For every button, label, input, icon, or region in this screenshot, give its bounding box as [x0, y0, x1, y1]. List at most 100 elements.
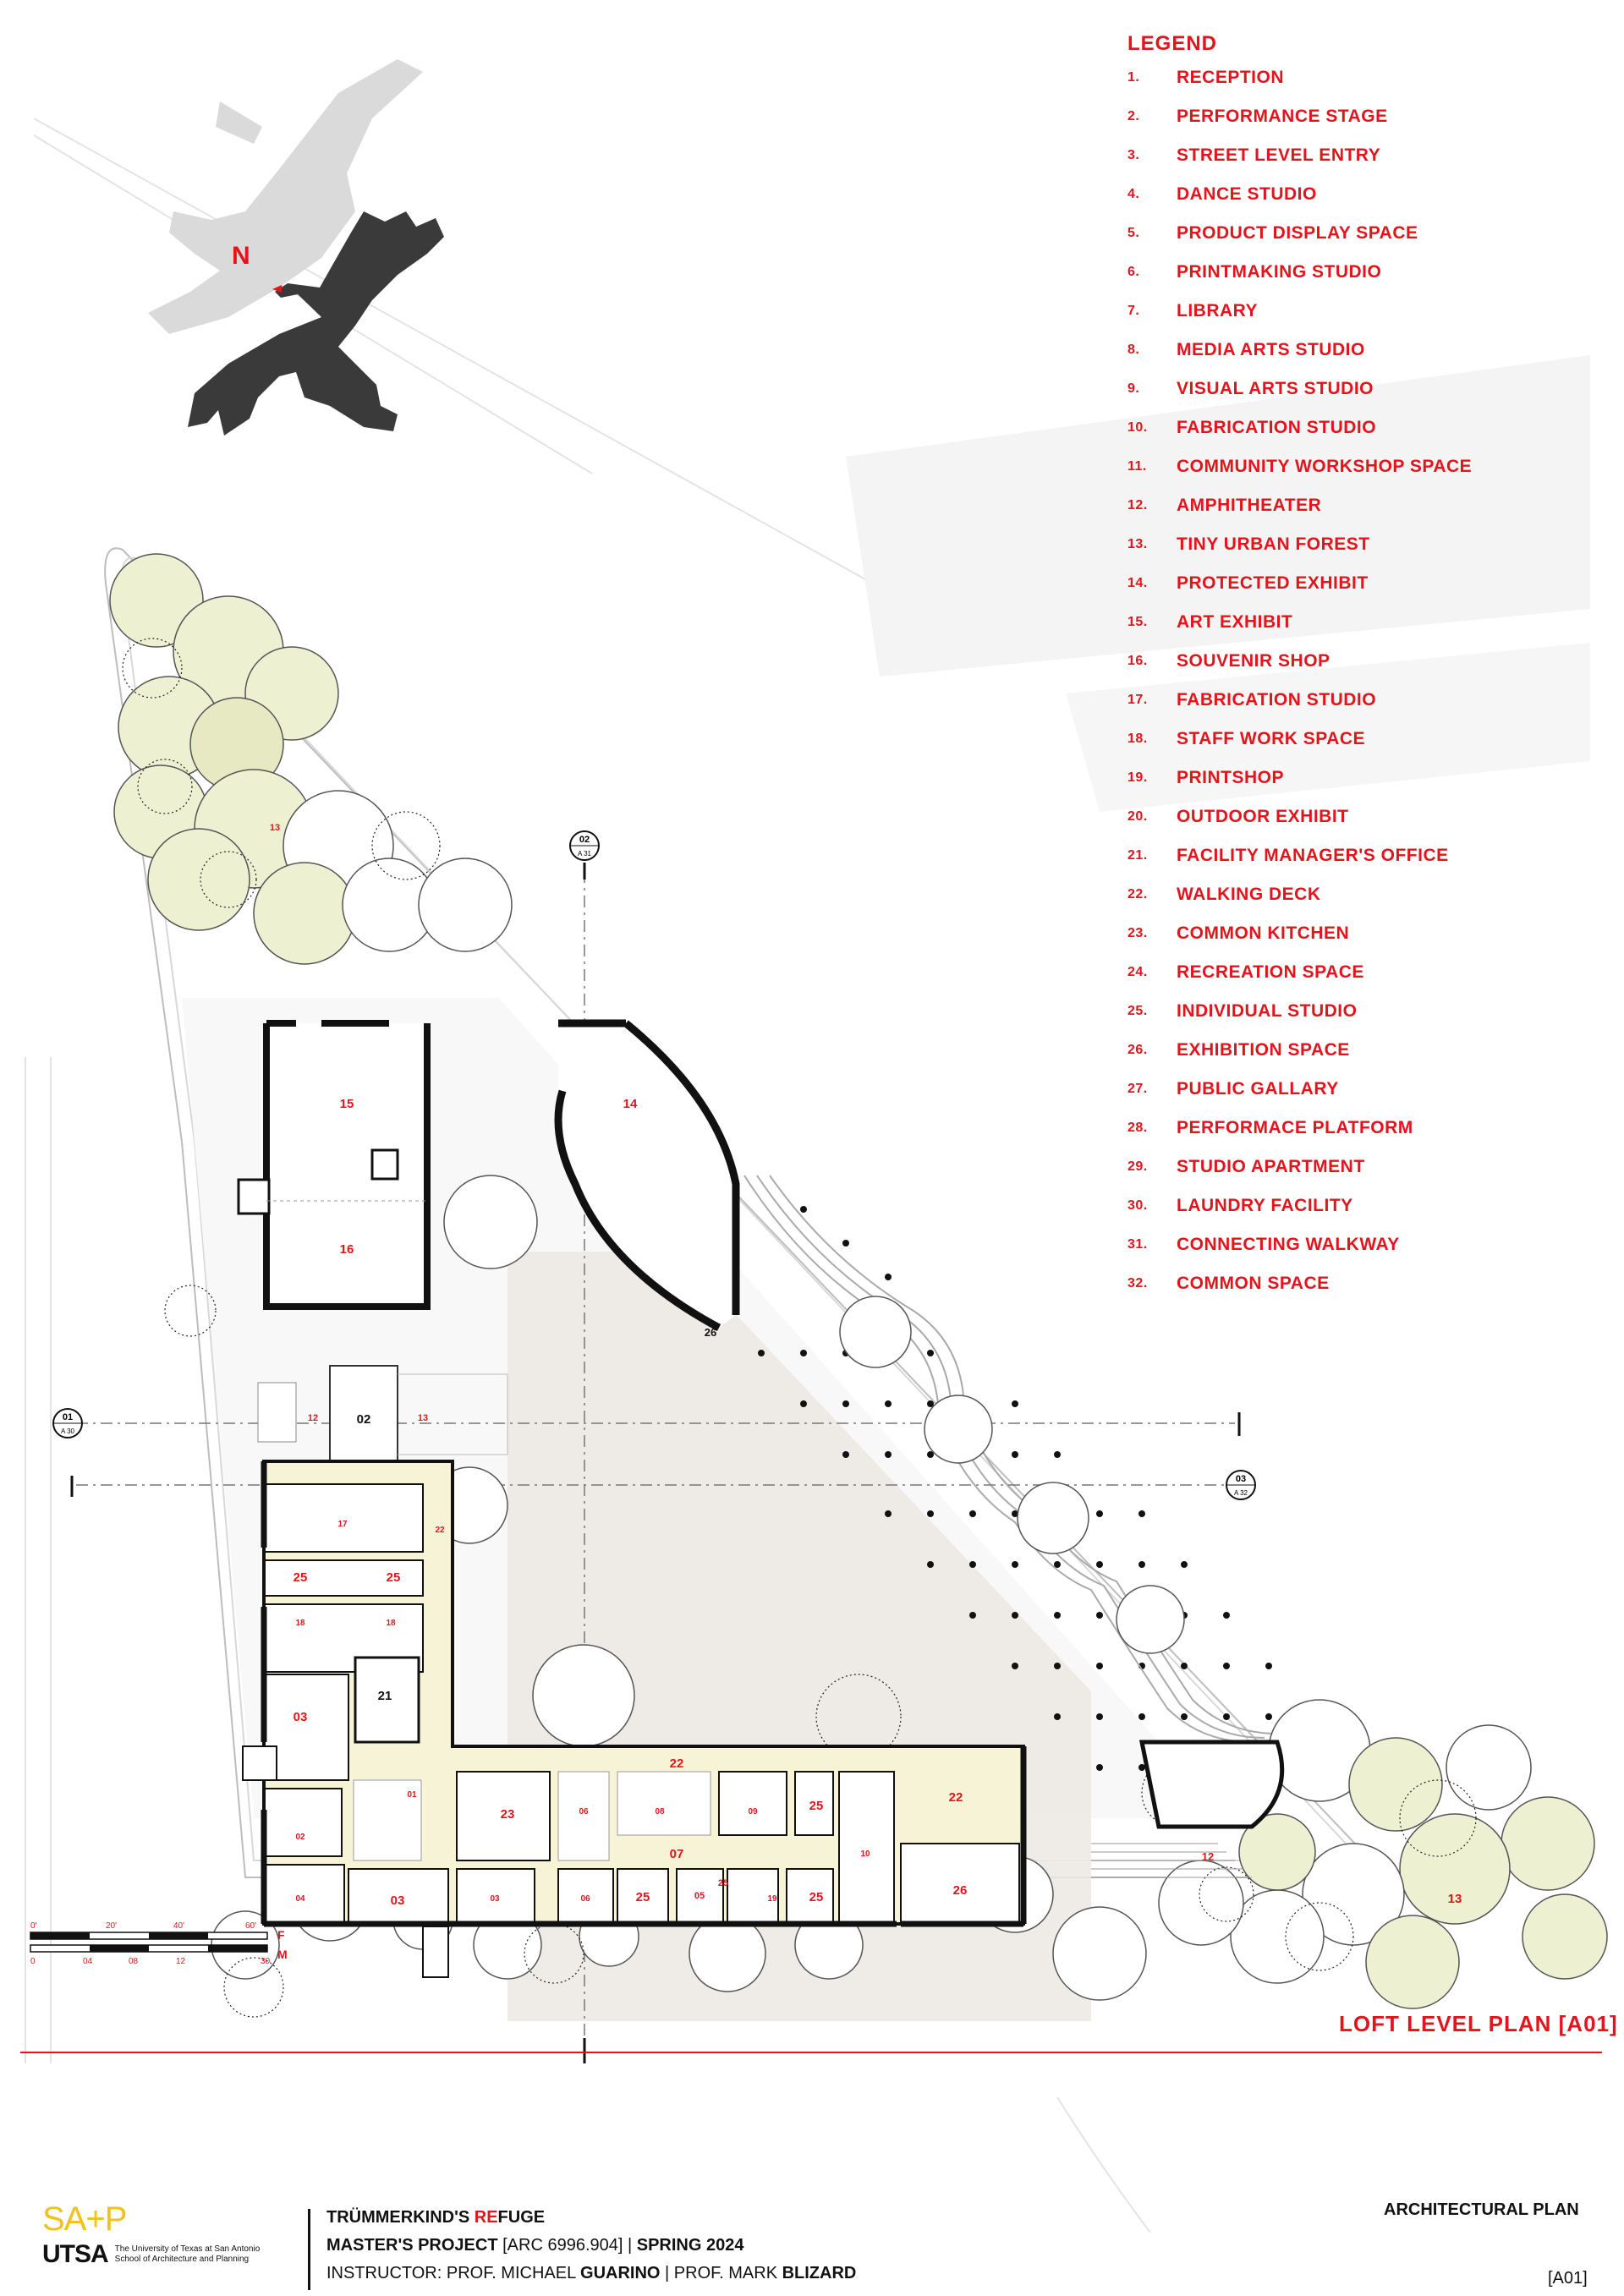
legend-item-label: FABRICATION STUDIO: [1177, 690, 1377, 710]
legend-item: 20. OUTDOOR EXHIBIT: [1127, 807, 1601, 846]
room-tag-18b: 18: [386, 1619, 396, 1628]
scale-unit-feet: F: [277, 1928, 285, 1942]
course-code: [ARC 6996.904] |: [497, 2236, 637, 2255]
legend-item: 1. RECEPTION: [1127, 68, 1601, 107]
legend-item-number: 15.: [1127, 615, 1148, 629]
legend-item: 28.PERFORMACE PLATFORM: [1127, 1118, 1601, 1157]
room-tag-13b: 13: [270, 823, 280, 833]
legend-item-label: RECEPTION: [1177, 68, 1285, 87]
site-context: [25, 118, 1590, 2233]
legend-item-label: CONNECTING WALKWAY: [1177, 1235, 1400, 1254]
legend-item-label: COMMUNITY WORKSHOP SPACE: [1177, 457, 1473, 476]
room-tag-25f: 25: [809, 1890, 824, 1904]
legend-item-label: STREET LEVEL ENTRY: [1177, 145, 1381, 165]
section-ticks: [70, 863, 1241, 2063]
legend-item-label: TINY URBAN FOREST: [1177, 534, 1370, 554]
legend-item: 26. EXHIBITION SPACE: [1127, 1040, 1601, 1079]
section-lines: [76, 871, 1235, 2038]
legend-item-number: 8.: [1127, 342, 1140, 357]
legend-item: 2. PERFORMANCE STAGE: [1127, 107, 1601, 145]
section-marker-03: 03 A 32: [1226, 1470, 1256, 1500]
legend-item-label: PRODUCT DISPLAY SPACE: [1177, 223, 1418, 243]
legend-item-number: 6.: [1127, 265, 1140, 279]
legend-item-label: FABRICATION STUDIO: [1177, 418, 1377, 437]
room-tag-25b: 25: [387, 1570, 401, 1585]
protected-exhibit-14: [554, 1019, 740, 1331]
legend-item-label: OUTDOOR EXHIBIT: [1177, 807, 1349, 826]
legend-item-number: 23.: [1127, 926, 1148, 940]
legend-item-number: 5.: [1127, 226, 1140, 240]
legend-item-label: EXHIBITION SPACE: [1177, 1040, 1350, 1060]
north-label: N: [232, 242, 250, 270]
main-building: [242, 1460, 1027, 1978]
legend-item-number: 29.: [1127, 1159, 1148, 1174]
section-marker-01: 01 A 30: [52, 1408, 83, 1438]
room-tag-12a: 12: [308, 1413, 318, 1423]
room-tag-22c: 22: [949, 1790, 963, 1805]
section-marker-02-sheet: A 31: [578, 850, 592, 858]
room-tag-25c: 25: [809, 1799, 824, 1813]
legend-item-label: VISUAL ARTS STUDIO: [1177, 379, 1374, 398]
legend-item: 16. SOUVENIR SHOP: [1127, 651, 1601, 690]
room-tag-22b: 22: [670, 1756, 684, 1771]
project-info: TRÜMMERKIND'S REFUGE MASTER'S PROJECT [A…: [326, 2204, 856, 2288]
room-tag-13a: 13: [418, 1413, 428, 1423]
course-info: MASTER'S PROJECT [ARC 6996.904] | SPRING…: [326, 2232, 856, 2260]
school-logo: SA+P UTSA The University of Texas at San…: [42, 2200, 260, 2269]
legend-item: 4.DANCE STUDIO: [1127, 184, 1601, 223]
legend-item-number: 20.: [1127, 809, 1148, 824]
legend-item-number: 17.: [1127, 693, 1148, 707]
instructor-2-label: | PROF. MARK: [660, 2264, 782, 2282]
section-marker-02: 02 A 31: [569, 830, 600, 861]
performance-platform: [1138, 1740, 1285, 1829]
legend-item-number: 10.: [1127, 420, 1148, 435]
scale-unit-meters: M: [277, 1948, 288, 1961]
legend-item-label: STUDIO APARTMENT: [1177, 1157, 1365, 1176]
legend-item-number: 1.: [1127, 70, 1140, 85]
crow-north-arrow-icon: [188, 211, 444, 436]
room-tag-08: 08: [655, 1807, 665, 1817]
legend-item-label: INDIVIDUAL STUDIO: [1177, 1001, 1358, 1021]
drawing-type: ARCHITECTURAL PLAN: [1384, 2200, 1579, 2219]
course-name: MASTER'S PROJECT: [326, 2236, 498, 2255]
beak-accent: [272, 285, 282, 293]
legend-item-label: LIBRARY: [1177, 301, 1259, 321]
legend-item: 9. VISUAL ARTS STUDIO: [1127, 379, 1601, 418]
legend-item-number: 19.: [1127, 770, 1148, 785]
room-tag-07: 07: [670, 1847, 684, 1861]
legend-item-number: 9.: [1127, 381, 1140, 396]
legend-item-label: PERFORMACE PLATFORM: [1177, 1118, 1413, 1137]
room-tag-17: 17: [337, 1520, 348, 1529]
scale-ft-0: 0': [30, 1921, 37, 1931]
legend-item-label: WALKING DECK: [1177, 885, 1321, 904]
room-tag-05: 05: [694, 1891, 705, 1901]
room-tag-23: 23: [501, 1807, 515, 1822]
crow-shadow-graphic: [148, 59, 423, 334]
legend-item: 15.ART EXHIBIT: [1127, 612, 1601, 651]
legend-item-number: 2.: [1127, 109, 1140, 123]
legend-item: 12.AMPHITHEATER: [1127, 496, 1601, 534]
scale-bar: 0' 20' 40' 60' 0 04 08 12 30 F M: [30, 1921, 288, 1966]
legend-item-label: PRINTSHOP: [1177, 768, 1285, 787]
amphitheater-steps: [1091, 1843, 1252, 1878]
legend-item-number: 16.: [1127, 654, 1148, 668]
legend-item-number: 31.: [1127, 1237, 1148, 1252]
section-marker-03-sheet: A 32: [1234, 1489, 1248, 1497]
scale-ft-60: 60': [245, 1921, 256, 1931]
room-tag-26a: 26: [705, 1326, 716, 1339]
legend-item-label: PERFORMANCE STAGE: [1177, 107, 1388, 126]
legend-item-label: SOUVENIR SHOP: [1177, 651, 1330, 671]
room-tag-02: 02: [357, 1412, 371, 1427]
legend-item: 27.PUBLIC GALLARY: [1127, 1079, 1601, 1118]
legend-item: 22.WALKING DECK: [1127, 885, 1601, 923]
plan-title: LOFT LEVEL PLAN [A01]: [1339, 2011, 1618, 2036]
instructor-2-surname: BLIZARD: [782, 2264, 857, 2282]
legend-item-number: 26.: [1127, 1043, 1148, 1057]
section-marker-01-sheet: A 30: [61, 1427, 75, 1435]
scale-m-04: 04: [83, 1957, 93, 1966]
legend-item-label: PROTECTED EXHIBIT: [1177, 573, 1369, 593]
legend-item-label: AMPHITHEATER: [1177, 496, 1322, 515]
